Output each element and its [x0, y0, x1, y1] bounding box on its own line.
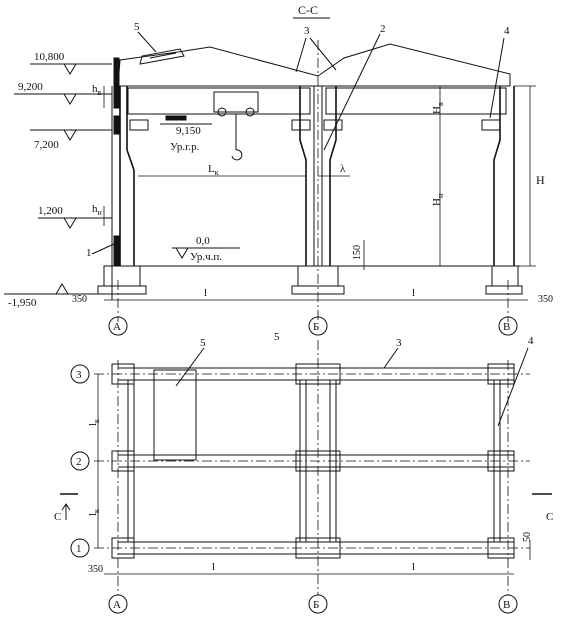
crane-hook — [231, 149, 243, 161]
column-a — [119, 86, 135, 266]
dim-hn: Hн — [431, 130, 445, 266]
svg-text:9,200: 9,200 — [18, 81, 43, 93]
svg-text:350: 350 — [72, 294, 87, 305]
skylight-lantern — [139, 48, 185, 65]
svg-text:10,800: 10,800 — [34, 51, 65, 63]
svg-text:350: 350 — [88, 564, 103, 575]
svg-text:7,200: 7,200 — [34, 139, 59, 151]
svg-text:lк: lк — [87, 509, 101, 516]
row-2: 2 — [70, 451, 90, 471]
plan-callout-5b: 5 — [274, 331, 280, 343]
axis-a-plan: А — [108, 594, 128, 614]
axis-b-plan: Б — [308, 594, 328, 614]
floor-level: 0,0 Ур.ч.п. — [172, 235, 240, 263]
svg-text:С: С — [546, 511, 553, 523]
svg-text:50: 50 — [522, 532, 533, 542]
svg-text:Б: Б — [313, 599, 319, 611]
callout-1: 1 — [86, 247, 92, 259]
svg-text:Ур.г.р.: Ур.г.р. — [170, 141, 200, 153]
plan-bottom-dims: 350 l l — [88, 561, 514, 575]
svg-text:А: А — [113, 321, 121, 333]
label-h-top: hв — [92, 83, 105, 108]
svg-text:l: l — [412, 561, 415, 573]
svg-text:С: С — [54, 511, 61, 523]
dim-hv: Hв — [431, 86, 445, 130]
span-lk: Lк λ — [138, 163, 350, 177]
dim-50: 50 — [522, 532, 533, 560]
elevation-10800: 10,800 — [30, 51, 112, 75]
column-v — [493, 86, 515, 266]
callout-5-top: 5 — [134, 21, 140, 33]
row-3: 3 — [70, 364, 90, 384]
svg-text:Ур.ч.п.: Ур.ч.п. — [190, 251, 222, 263]
wall-panel-upper — [113, 57, 120, 109]
dim-150: 150 — [352, 240, 365, 270]
elevation-7200: 7,200 — [30, 129, 112, 151]
axis-a-section: А — [108, 316, 128, 336]
wall-panel-lower — [113, 235, 120, 267]
plan-callout-4: 4 — [528, 335, 534, 347]
svg-text:0,0: 0,0 — [196, 235, 210, 247]
svg-text:В: В — [503, 321, 510, 333]
svg-text:-1,950: -1,950 — [8, 297, 37, 309]
svg-text:l: l — [412, 287, 415, 299]
callout-3-top: 3 — [304, 25, 310, 37]
callout-4: 4 — [504, 25, 510, 37]
plan-callout-3: 3 — [396, 337, 402, 349]
section-mark-left: С — [54, 493, 78, 523]
svg-text:2: 2 — [76, 456, 82, 468]
section-bottom-dims: 350 l l 350 — [72, 287, 553, 305]
svg-text:lк: lк — [87, 419, 101, 426]
svg-text:9,150: 9,150 — [176, 125, 201, 137]
svg-text:3: 3 — [76, 369, 82, 381]
foundation-v — [485, 265, 523, 295]
wall-panel-mid — [113, 115, 120, 135]
axis-v-section: В — [498, 316, 518, 336]
svg-text:В: В — [503, 599, 510, 611]
svg-text:350: 350 — [538, 294, 553, 305]
section-title: С-С — [298, 3, 318, 17]
svg-text:l: l — [212, 561, 215, 573]
column-b — [299, 86, 337, 266]
svg-text:Hв: Hв — [431, 102, 445, 114]
elevation-minus-1950: -1,950 — [4, 283, 98, 309]
svg-text:1,200: 1,200 — [38, 205, 63, 217]
elevation-9200: 9,200 — [14, 81, 112, 105]
roof-outline — [117, 43, 511, 87]
svg-text:l: l — [204, 287, 207, 299]
crane-rail-level: 9,150 Ур.г.р. — [160, 123, 212, 153]
crane-bridge-right — [325, 87, 507, 115]
svg-text:1: 1 — [76, 543, 82, 555]
svg-text:Hн: Hн — [431, 193, 445, 206]
plan-callout-5a: 5 — [200, 337, 206, 349]
crane-bridge-left — [127, 87, 311, 115]
svg-text:Б: Б — [313, 321, 319, 333]
row-1: 1 — [70, 538, 90, 558]
plan-columns — [111, 363, 515, 559]
svg-text:hн: hн — [92, 203, 103, 217]
plan-crane-bridge — [153, 369, 197, 461]
axis-b-section: Б — [308, 316, 328, 336]
callout-2: 2 — [380, 23, 386, 35]
section-mark-right: С — [532, 493, 553, 523]
elevation-1200: 1,200 — [38, 205, 112, 229]
foundation-a — [97, 265, 147, 295]
dim-h-total: H — [514, 85, 545, 267]
svg-text:H: H — [536, 173, 545, 187]
svg-text:Lк: Lк — [208, 163, 219, 177]
svg-text:hв: hв — [92, 83, 102, 97]
axis-v-plan: В — [498, 594, 518, 614]
label-h-bottom: hн — [92, 203, 105, 226]
dim-lk: lк lк — [87, 374, 101, 548]
svg-text:А: А — [113, 599, 121, 611]
crane-trolley — [213, 91, 259, 113]
svg-text:150: 150 — [352, 245, 363, 260]
svg-text:λ: λ — [340, 163, 346, 175]
plan-beams — [118, 367, 514, 555]
